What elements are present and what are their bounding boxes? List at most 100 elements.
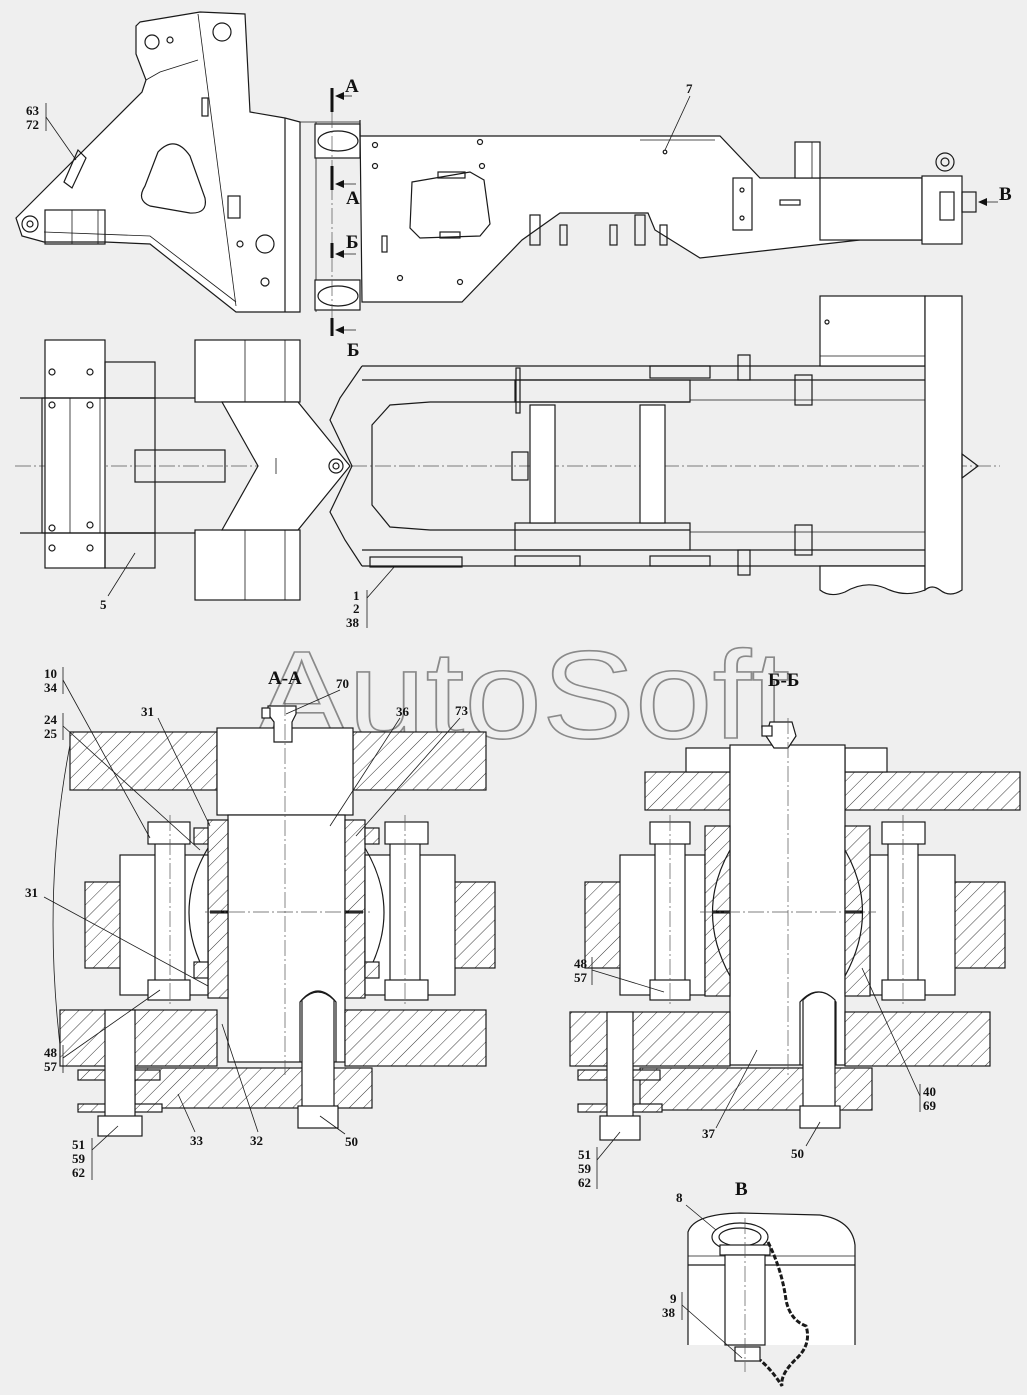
aa-callout-31-left: 31 — [25, 885, 38, 900]
frame-side-bump — [511, 451, 529, 481]
top-lug-hole — [144, 34, 160, 50]
bb-callout-57: 57 — [574, 970, 588, 985]
aa-bushing-right — [344, 819, 366, 999]
callout-7: 7 — [686, 81, 693, 96]
left-arm-plate-edge — [197, 13, 237, 307]
left-frame-bolt-3 — [48, 401, 56, 409]
bb-bottom-plate-right — [844, 1011, 991, 1067]
aa-callout-70-leader — [285, 689, 341, 715]
callout-1-2-38-leader — [366, 565, 396, 599]
callout-63-72-leader — [45, 116, 77, 161]
aa-bottom-bolt-left-head — [97, 1115, 143, 1137]
bb-top-plate-right-cap — [844, 747, 888, 773]
bb-callout-40-69-leader — [861, 967, 921, 1097]
bb-bolt-right-nut — [881, 979, 926, 1001]
view-v-arrowhead — [978, 198, 987, 206]
section-aa-title: А-А — [268, 668, 302, 689]
bb-callout-51-59-62-leader — [596, 1131, 621, 1161]
callout-1: 1 — [353, 588, 360, 603]
rail-block-bottom-a — [514, 555, 581, 567]
end-plate-tab — [961, 452, 979, 480]
mount-plate-bolt-a — [739, 187, 745, 193]
left-frame-bolt-5 — [48, 524, 56, 532]
bracket-top-a — [737, 354, 751, 381]
aa-bottom-plate-right — [344, 1009, 487, 1067]
slot-upper — [201, 97, 209, 117]
lug-clamp — [63, 148, 87, 189]
lower-pivot-hole — [255, 234, 275, 254]
aa-grease-nipple — [261, 707, 271, 719]
beam-clip — [779, 199, 801, 206]
callout-7-leader — [664, 95, 691, 151]
aa-top-plate-left — [69, 731, 218, 791]
front-lug-hole-inner — [26, 220, 34, 228]
beam-leg-b — [559, 224, 568, 246]
left-frame-bolt-2 — [86, 368, 94, 376]
aa-bushing-left — [207, 819, 229, 999]
section-b-top-label: Б — [346, 232, 359, 253]
aa-bolt-left-nut — [147, 979, 191, 1001]
aa-callout-50: 50 — [345, 1134, 358, 1149]
view-v-pin-stub — [734, 1346, 761, 1362]
callout-38: 38 — [346, 615, 360, 630]
view-v-callout-38: 38 — [662, 1305, 676, 1320]
upper-pivot-housing — [314, 123, 361, 159]
bb-callout-62: 62 — [578, 1175, 591, 1190]
view-v-callout-8-leader — [685, 1204, 717, 1231]
lower-bolt-b — [260, 277, 270, 287]
bb-top-plate-left — [644, 771, 731, 811]
aa-callout-10: 10 — [44, 666, 57, 681]
left-frame-top-block — [104, 361, 156, 399]
hitch-plate-bottom — [194, 529, 301, 601]
upper-pivot-bearing — [317, 130, 359, 152]
view-v: В 8 9 38 — [662, 1179, 856, 1387]
section-b-top-arrowhead — [335, 250, 344, 258]
aa-callout-24: 24 — [44, 712, 58, 727]
right-frame-inner-nose — [371, 401, 431, 531]
aa-callout-32-leader — [221, 1023, 259, 1133]
cross-member-a — [529, 404, 556, 524]
window-clip-bottom — [439, 231, 461, 239]
beam-leg-e — [659, 224, 668, 246]
cylinder-body — [819, 177, 923, 241]
bb-lower-plate — [639, 1067, 873, 1111]
bb-callout-48-57-leader — [591, 969, 665, 993]
aa-callout-51: 51 — [72, 1137, 85, 1152]
beam-bolt-5 — [396, 274, 404, 282]
beam-bolt-1 — [371, 141, 379, 149]
aa-callout-34: 34 — [44, 680, 58, 695]
aa-bolt-right-nut — [384, 979, 429, 1001]
bb-bottom-bolt-right-head — [799, 1105, 841, 1129]
aa-callout-70: 70 — [336, 676, 349, 691]
hitch-tongue — [134, 449, 226, 483]
bracket-top-b — [794, 374, 813, 406]
tank-top — [819, 295, 926, 367]
section-aa: А-А — [25, 666, 496, 1180]
callout-5-leader — [107, 552, 136, 597]
section-bb: Б-Б — [569, 670, 1021, 1190]
tank-bottom — [819, 565, 926, 596]
bb-callout-69: 69 — [923, 1098, 937, 1113]
aa-callout-73: 73 — [455, 703, 469, 718]
aa-seal-tl — [193, 827, 209, 845]
aa-seal-bl — [193, 961, 209, 979]
left-arm-diagonal-edge — [145, 59, 199, 81]
aa-callout-33-leader — [177, 1093, 196, 1133]
beam-leg-a — [529, 214, 541, 246]
beam-bolt-4 — [478, 162, 486, 170]
aa-callout-32: 32 — [250, 1133, 263, 1148]
articulation-pin — [328, 458, 344, 474]
bb-callout-37: 37 — [702, 1126, 716, 1141]
aa-seal-tr — [364, 827, 380, 845]
top-lug-bolt — [166, 36, 174, 44]
slot-lower — [227, 195, 241, 219]
aa-lower-plate — [134, 1067, 373, 1109]
section-b-bottom-label: Б — [347, 340, 360, 361]
front-lug-bracket — [44, 209, 106, 245]
bb-callout-51: 51 — [578, 1147, 591, 1162]
beam-bolt-3 — [476, 138, 484, 146]
tank-top-bolt — [824, 319, 830, 325]
aa-outer-arc — [52, 734, 73, 1063]
main-beam-outline — [359, 120, 923, 303]
hitch-plate-top — [194, 339, 301, 403]
